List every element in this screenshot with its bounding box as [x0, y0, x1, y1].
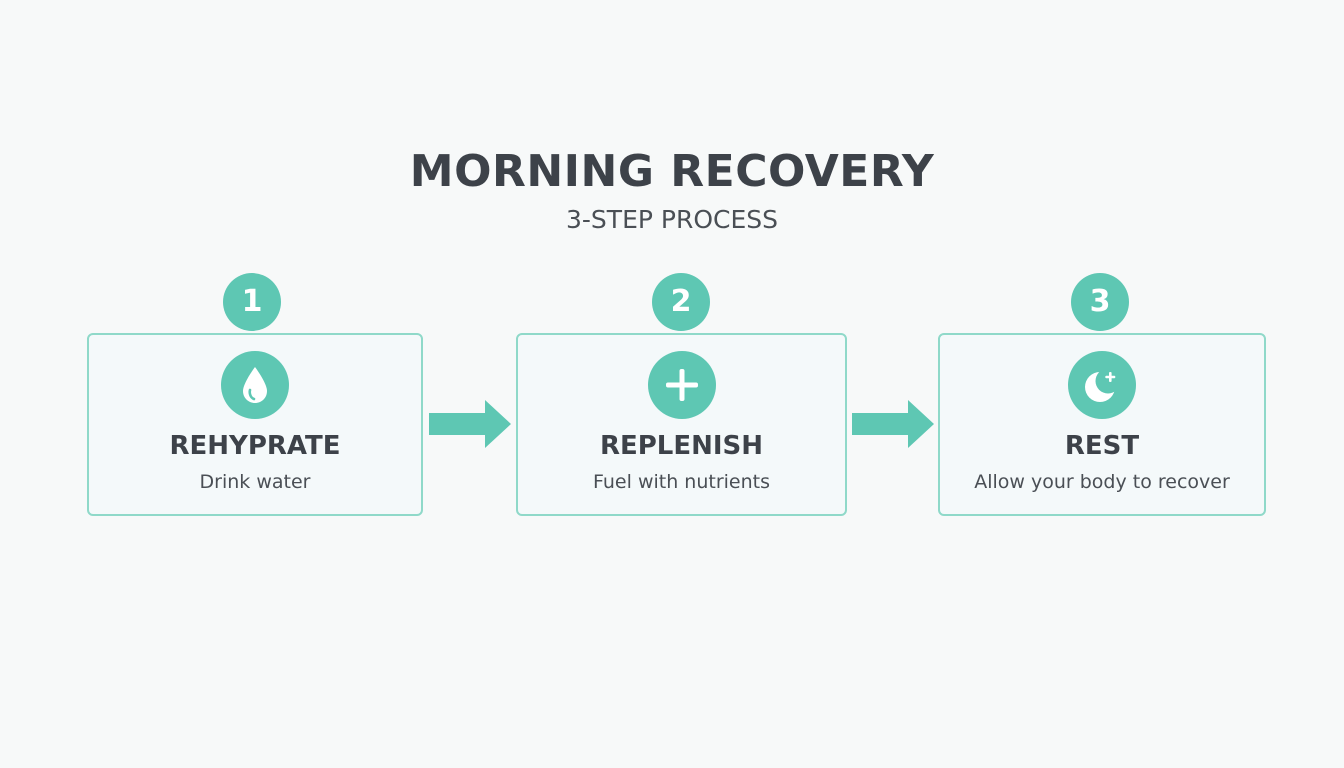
step-number-badge-2: 2	[652, 273, 710, 331]
step-card-replenish: REPLENISH Fuel with nutrients	[516, 333, 847, 516]
step-description-2: Fuel with nutrients	[593, 471, 770, 493]
page-subtitle: 3-STEP PROCESS	[566, 205, 778, 234]
step-description-1: Drink water	[199, 471, 311, 493]
plus-icon	[665, 369, 698, 401]
step-card-rehydrate: REHYPRATE Drink water	[87, 333, 423, 516]
step-title-3: REST	[1064, 431, 1140, 461]
step-icon-circle-1	[221, 351, 289, 419]
arrow-right-icon	[429, 400, 511, 448]
step-title-1: REHYPRATE	[169, 431, 341, 461]
step-description-3: Allow your body to recover	[974, 471, 1230, 493]
step-number-badge-1: 1	[223, 273, 281, 331]
arrow-right-icon	[852, 400, 934, 448]
step-icon-circle-2	[647, 351, 716, 419]
water-drop-icon	[243, 367, 267, 403]
step-icon-circle-3	[1068, 351, 1136, 419]
page-title: MORNING RECOVERY	[409, 146, 935, 197]
moon-icon	[1085, 368, 1121, 402]
step-title-2: REPLENISH	[599, 431, 764, 461]
step-card-rest: REST Allow your body to recover	[938, 333, 1266, 516]
step-number-badge-3: 3	[1071, 273, 1129, 331]
